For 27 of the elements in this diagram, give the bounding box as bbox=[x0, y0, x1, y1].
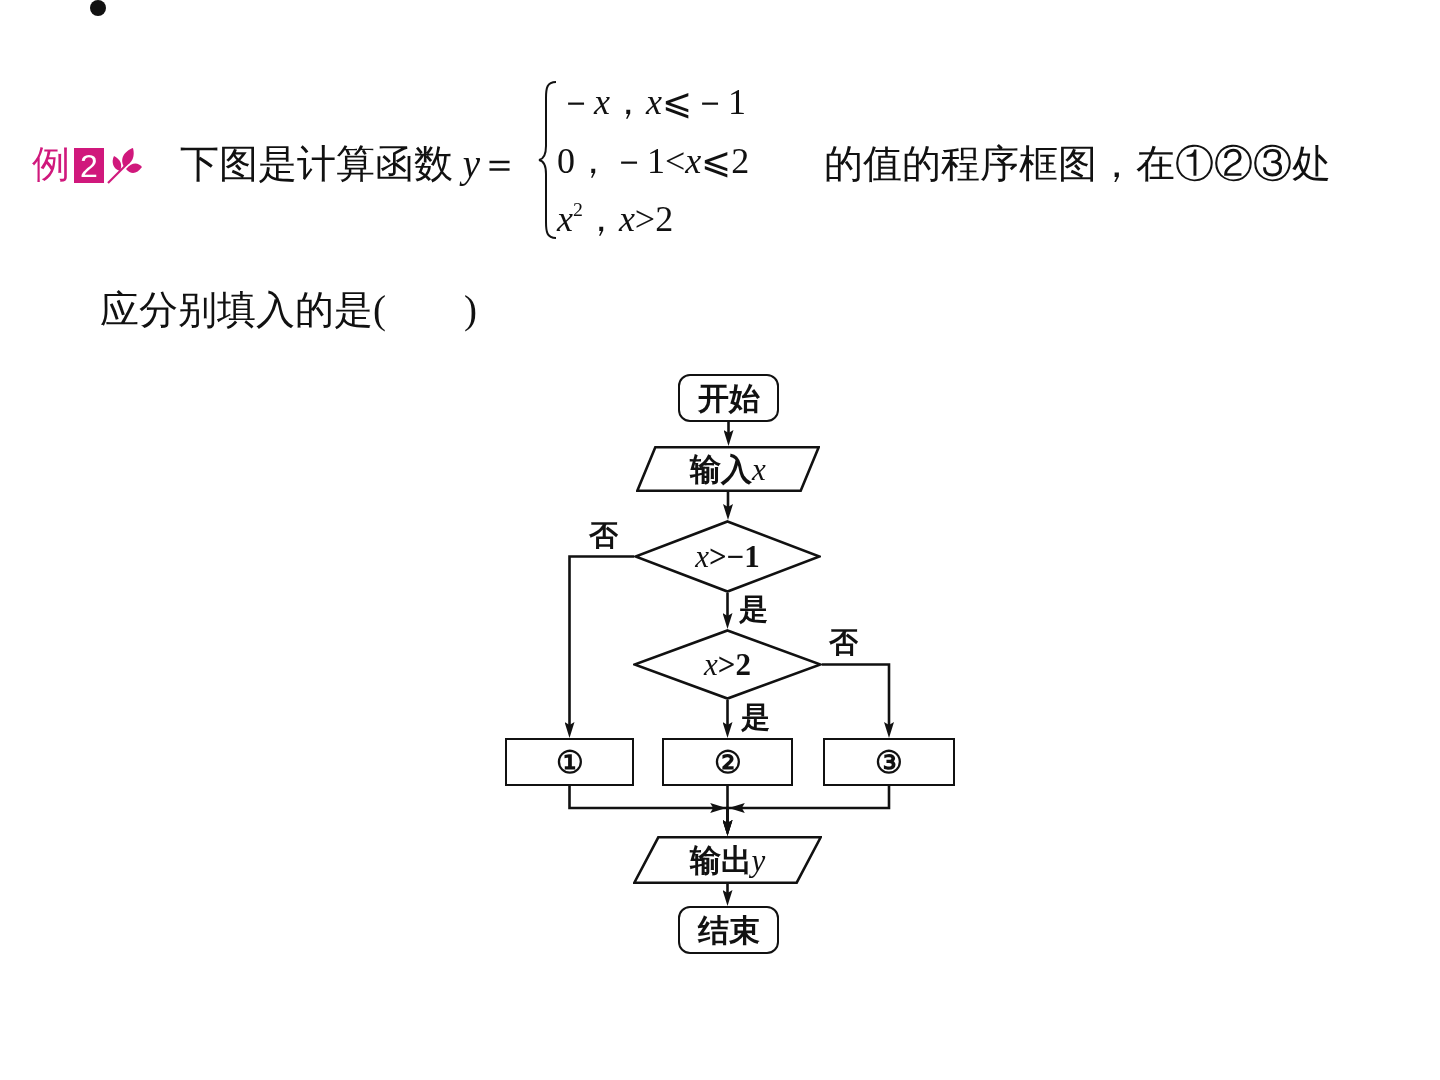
end-terminal: 结束 bbox=[678, 906, 779, 954]
start-terminal: 开始 bbox=[678, 374, 779, 422]
question-text: 的值的程序框图，在①②③处 bbox=[824, 144, 1331, 183]
flow-arrow bbox=[722, 786, 891, 836]
flow-arrow bbox=[722, 700, 733, 738]
flow-arrow bbox=[723, 492, 733, 520]
input-parallelogram: 输入x bbox=[636, 446, 820, 492]
output-parallelogram: 输出y bbox=[633, 836, 822, 884]
flow-arrow bbox=[822, 663, 894, 738]
edge-label: 否 bbox=[828, 628, 859, 657]
case-text: 0，－1<x⩽2 bbox=[557, 143, 750, 179]
example-number: 2 bbox=[74, 148, 104, 183]
edge-label: 是 bbox=[740, 703, 771, 732]
flow-arrow bbox=[722, 884, 733, 906]
edge-label: 否 bbox=[588, 521, 619, 550]
flow-arrow bbox=[723, 422, 734, 446]
flow-arrow bbox=[564, 555, 634, 738]
case-text: x$^{2}$，x>2 bbox=[557, 201, 674, 237]
flow-arrow bbox=[722, 593, 733, 629]
process-box: ③ bbox=[823, 738, 955, 786]
decision-diamond: x>−1 bbox=[634, 520, 821, 593]
process-box: ① bbox=[505, 738, 634, 786]
example-label: 例 bbox=[32, 145, 70, 183]
process-box: ② bbox=[662, 738, 793, 786]
case-text: －x，x⩽－1 bbox=[558, 84, 746, 120]
edge-label: 是 bbox=[738, 595, 769, 624]
decision-diamond: x>2 bbox=[633, 629, 822, 700]
